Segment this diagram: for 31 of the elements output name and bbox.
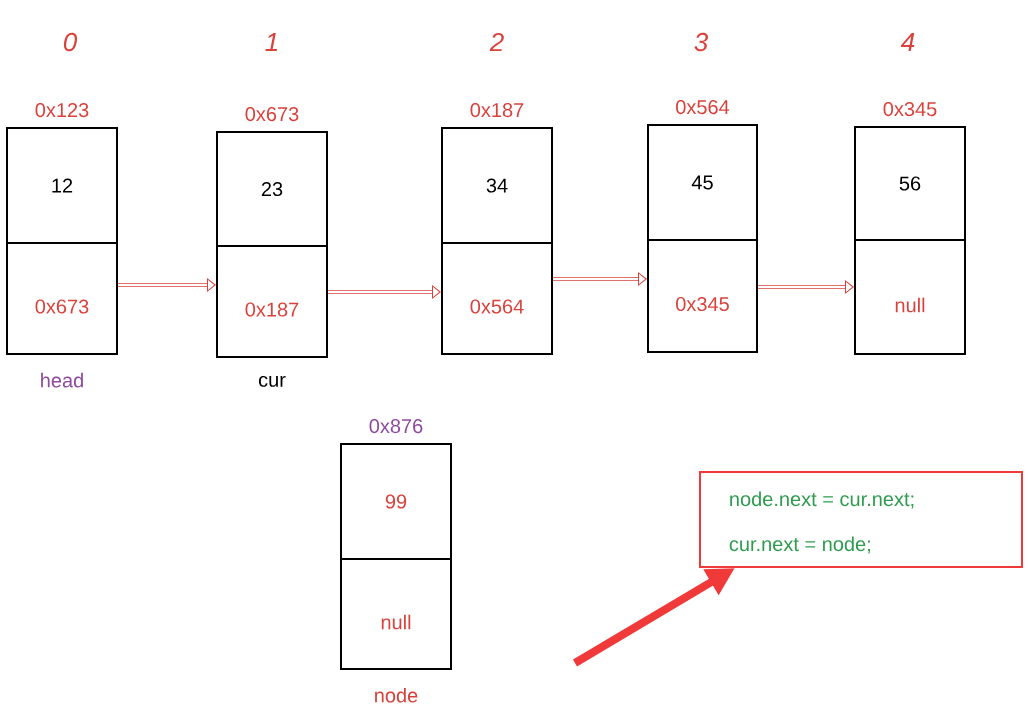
data-value: 99 <box>385 494 407 509</box>
address-label: 0x673 <box>245 107 299 122</box>
arrow <box>553 272 647 286</box>
address-label: 0x564 <box>676 100 730 115</box>
address-label: 0x345 <box>883 102 937 117</box>
data-value: 45 <box>691 175 713 190</box>
data-value: 34 <box>486 178 508 193</box>
code-box: node.next = cur.next; cur.next = node; <box>699 471 1023 568</box>
arrow <box>118 278 216 292</box>
variable-label: cur <box>258 375 286 387</box>
index-number: 1 <box>265 33 278 51</box>
data-value: 23 <box>261 181 283 197</box>
index-number: 4 <box>900 33 915 51</box>
address-label: 0x187 <box>470 103 524 118</box>
index-number: 2 <box>489 32 504 52</box>
address-label: 0x876 <box>369 419 423 434</box>
index-number: 0 <box>63 32 77 52</box>
arrow <box>758 280 854 294</box>
index-number: 3 <box>694 32 708 52</box>
address-label: 0x123 <box>35 103 89 118</box>
pointer-value: null <box>895 297 925 313</box>
pointer-value: 0x564 <box>470 299 524 314</box>
data-value: 12 <box>52 178 73 193</box>
pointer-value: 0x345 <box>676 296 729 312</box>
arrow <box>328 285 441 299</box>
variable-label: node <box>375 687 418 703</box>
data-value: 56 <box>899 176 921 191</box>
pointer-value: 0x673 <box>35 299 89 314</box>
variable-label: head <box>41 372 83 388</box>
pointer-value: null <box>381 614 411 630</box>
pointer-value: 0x187 <box>245 302 299 317</box>
